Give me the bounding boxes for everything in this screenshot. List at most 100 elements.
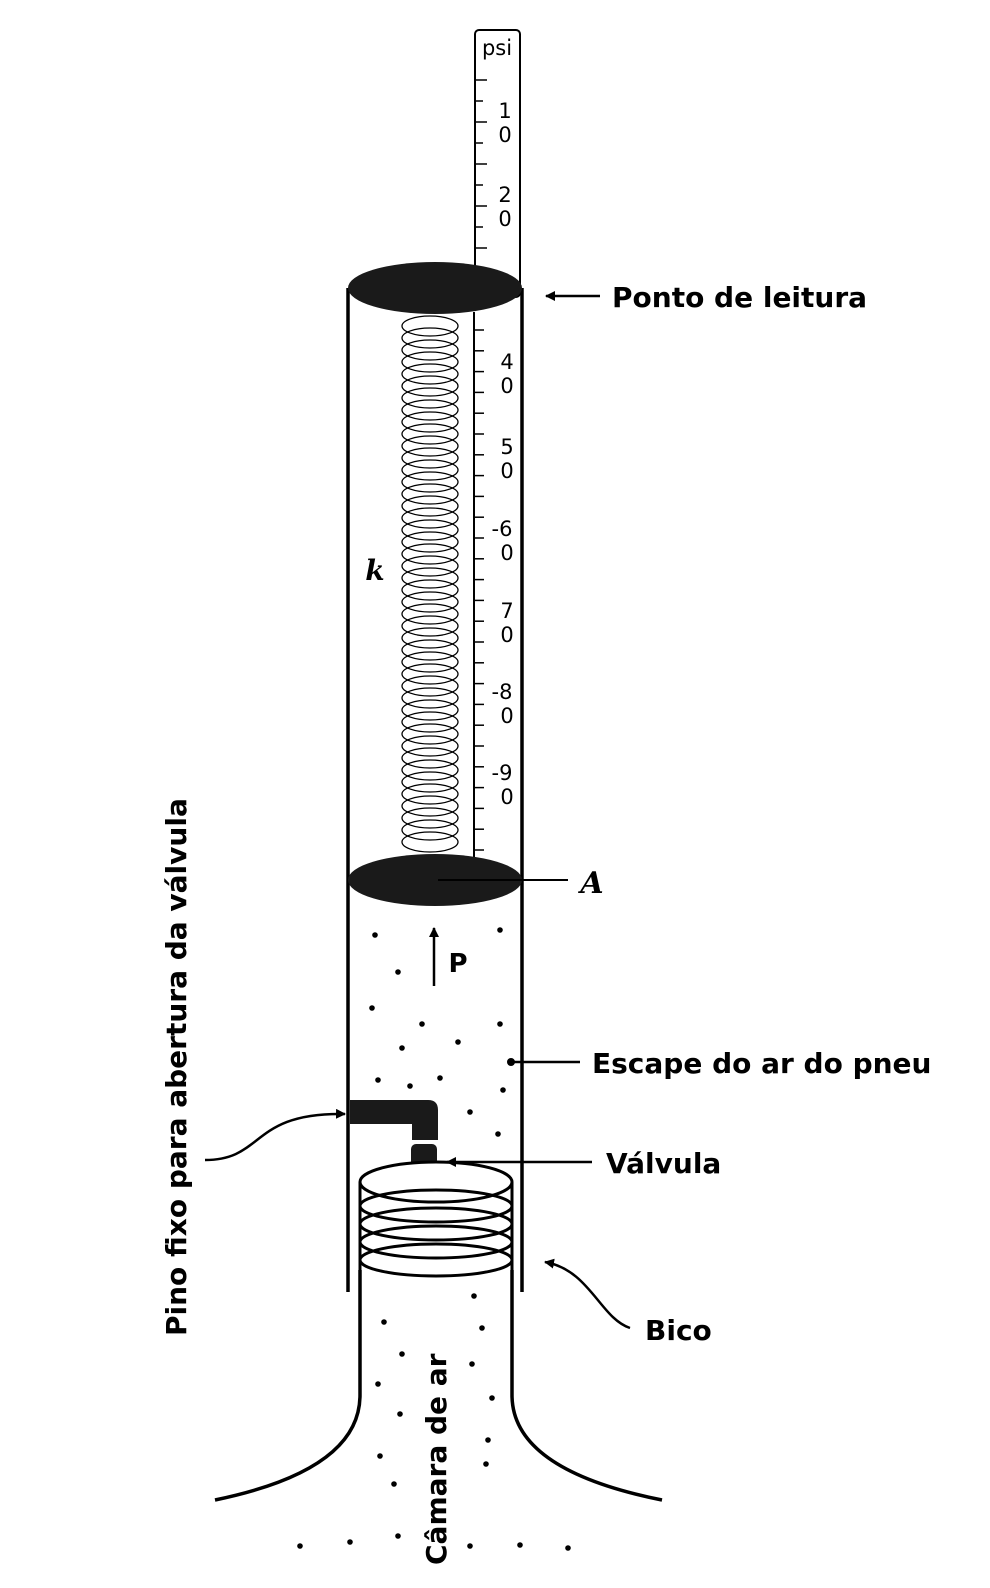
scale-label-5: 5: [500, 435, 513, 459]
spring-coil: [401, 591, 459, 613]
spring-coil: [401, 687, 459, 709]
spring-coil: [401, 639, 459, 661]
air-dot: [377, 1453, 383, 1459]
air-dot: [565, 1545, 571, 1551]
spring-coil: [401, 663, 459, 685]
scale-label-6: -6: [492, 517, 513, 541]
air-dot: [375, 1077, 381, 1083]
air-dot: [381, 1319, 387, 1325]
air-dot: [372, 932, 378, 938]
air-dot: [467, 1543, 473, 1549]
spring-coil: [401, 795, 459, 817]
air-dot: [455, 1039, 461, 1045]
spring-coil: [401, 603, 459, 625]
air-dot: [395, 1533, 401, 1539]
spring-coil: [401, 471, 459, 493]
air-chamber-right-wall: [510, 1270, 663, 1502]
scale-label-2: 2: [498, 183, 511, 207]
air-dot: [497, 927, 503, 933]
scale-label-7-zero: 0: [500, 623, 513, 647]
spring-coil: [401, 615, 459, 637]
spring-coil: [401, 339, 459, 361]
air-dot: [369, 1005, 375, 1011]
scale-label-7: 7: [500, 599, 513, 623]
air-dot: [399, 1351, 405, 1357]
spring-label: k: [365, 554, 384, 587]
scale-label-8: -8: [492, 680, 513, 704]
air-dot: [419, 1021, 425, 1027]
nozzle-arrow: [544, 1258, 631, 1330]
air-dot: [399, 1045, 405, 1051]
air-dot: [483, 1461, 489, 1467]
air-dot: [479, 1325, 485, 1331]
air-dot: [469, 1361, 475, 1367]
spring-coil: [401, 327, 459, 349]
air-dot: [495, 1131, 501, 1137]
air-dot: [489, 1395, 495, 1401]
chamber-label: Câmara de ar: [420, 1353, 453, 1565]
pressure-scale: psi 1 0 2 0 -3: [474, 29, 521, 298]
scale-label-2-zero: 0: [498, 207, 511, 231]
gauge-cylinder: [346, 262, 524, 1292]
spring: [401, 315, 459, 853]
pressure-scale-inner: 4 0 5 0 -6 0 7 0 -8 0 -9 0: [473, 312, 514, 858]
scale-label-8-zero: 0: [500, 704, 513, 728]
air-dot: [347, 1539, 353, 1545]
spring-coil: [401, 363, 459, 385]
scale-unit-label: psi: [482, 36, 512, 60]
spring-coil: [401, 531, 459, 553]
spring-coil: [401, 771, 459, 793]
tire-nozzle: [358, 1160, 514, 1278]
nozzle-label: Bico: [645, 1314, 712, 1347]
pin-arrow: [204, 1108, 346, 1162]
scale-label-1-zero: 0: [498, 123, 511, 147]
spring-coil: [401, 807, 459, 829]
spring-coil: [401, 675, 459, 697]
nozzle-thread-4: [358, 1242, 514, 1278]
spring-coil: [401, 567, 459, 589]
spring-coil: [401, 699, 459, 721]
pressure-label: P: [448, 949, 467, 979]
scale-label-1: 1: [498, 99, 511, 123]
spring-coil: [401, 435, 459, 457]
valve-opening-pin: [350, 1100, 438, 1140]
spring-coil: [401, 495, 459, 517]
spring-coil: [401, 447, 459, 469]
air-dot: [395, 969, 401, 975]
spring-coil: [401, 579, 459, 601]
reading-point-label: Ponto de leitura: [612, 281, 867, 314]
spring-coil: [401, 723, 459, 745]
air-dot: [485, 1437, 491, 1443]
spring-coil: [401, 711, 459, 733]
piston: [348, 854, 522, 906]
spring-coil: [401, 543, 459, 565]
piston-label: A: [577, 866, 603, 901]
air-dot: [297, 1543, 303, 1549]
spring-coil: [401, 459, 459, 481]
air-dot: [407, 1083, 413, 1089]
nozzle-thread-2: [358, 1206, 514, 1242]
spring-coil: [401, 507, 459, 529]
spring-coil: [401, 483, 459, 505]
cylinder-top-cap: [348, 262, 522, 314]
scale-label-4-zero: 0: [500, 374, 513, 398]
air-chamber-left-wall: [214, 1270, 362, 1502]
spring-coil: [401, 783, 459, 805]
spring-coil: [401, 351, 459, 373]
spring-coil: [401, 651, 459, 673]
scale-label-9-zero: 0: [500, 785, 513, 809]
spring-coil: [401, 399, 459, 421]
air-dot: [497, 1021, 503, 1027]
spring-coil: [401, 747, 459, 769]
spring-coil: [401, 411, 459, 433]
spring-coil: [401, 375, 459, 397]
scale-label-5-zero: 0: [500, 459, 513, 483]
spring-coil: [401, 627, 459, 649]
spring-coil: [401, 387, 459, 409]
valve-label: Válvula: [606, 1147, 721, 1180]
air-dot: [437, 1075, 443, 1081]
air-dot: [467, 1109, 473, 1115]
escaping-air-dots: [369, 927, 506, 1137]
pin-label: Pino fixo para abertura da válvula: [160, 798, 193, 1336]
